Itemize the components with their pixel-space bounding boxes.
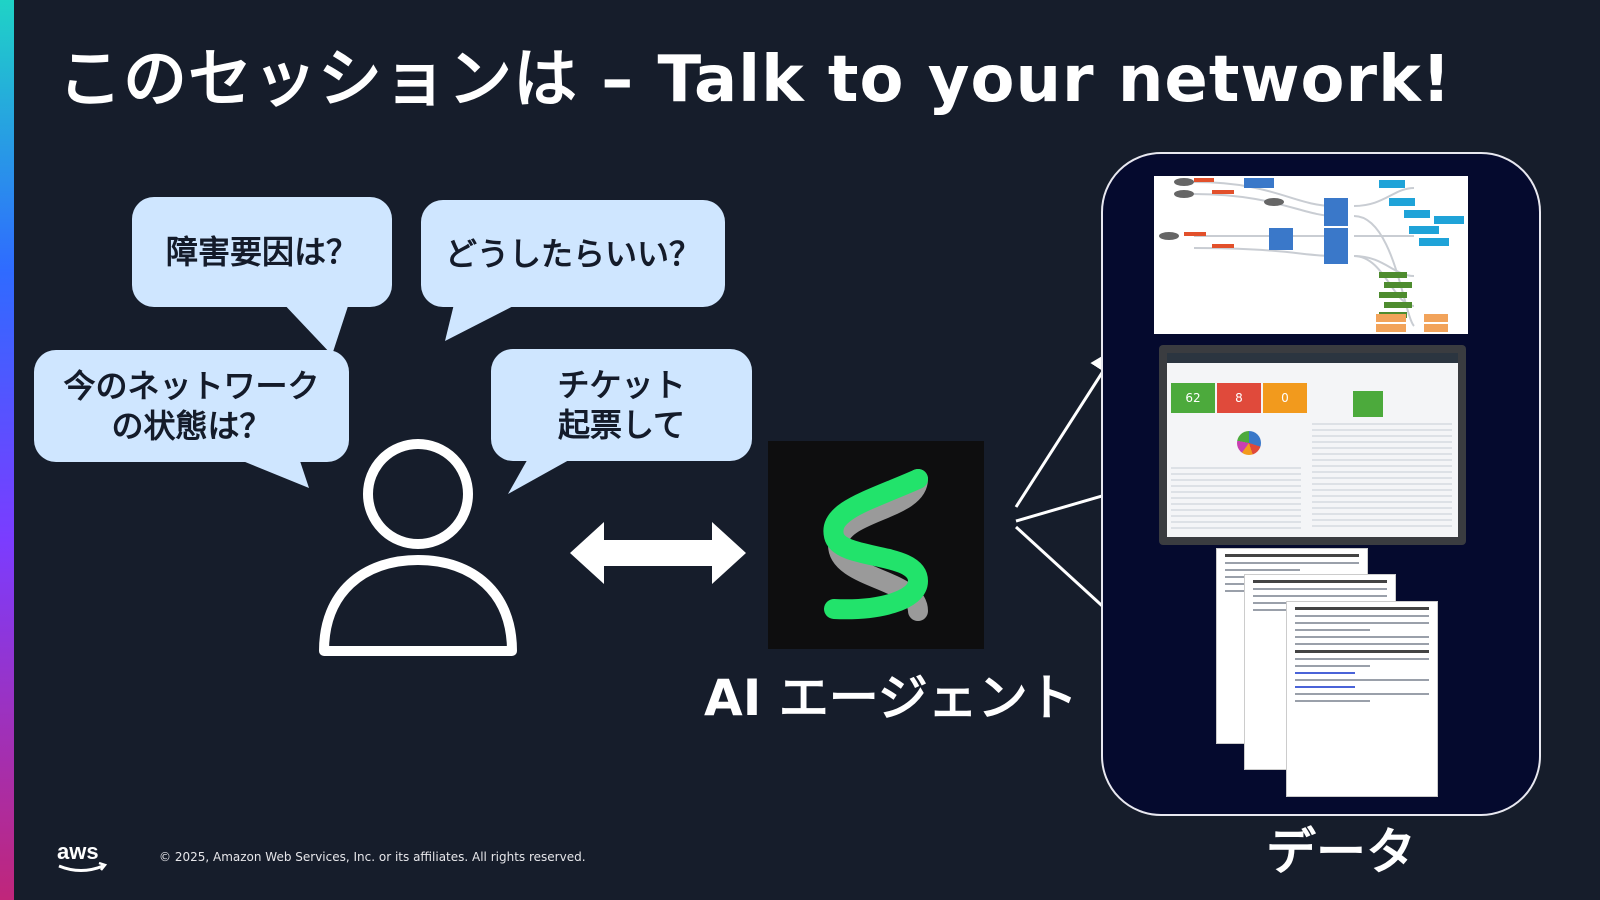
arrow-to-topology: [1014, 345, 1120, 508]
bubble-what-to-do: どうしたらいい？: [421, 200, 725, 307]
bubble-tail-state: [228, 455, 309, 488]
bubble-failure-cause: 障害要因は？: [132, 197, 392, 307]
table-mini-left: [1171, 467, 1301, 529]
bubble-open-ticket: チケット 起票して: [491, 349, 752, 461]
network-topology-screenshot: [1154, 176, 1468, 334]
bubble-network-state: 今のネットワーク の状態は？: [34, 350, 349, 462]
data-label: データ: [1266, 823, 1416, 881]
strands-helix-icon: [823, 469, 929, 621]
bubble-tail-ticket: [508, 455, 578, 494]
bubble-tail-how: [445, 300, 525, 341]
table-mini-right: [1312, 423, 1452, 529]
copyright-text: © 2025, Amazon Web Services, Inc. or its…: [159, 850, 586, 864]
dashboard-topbar: [1167, 353, 1458, 363]
tile-maintenance: 0: [1263, 383, 1307, 413]
pie-chart-mini: [1237, 431, 1261, 455]
bar-chart-mini: [1353, 391, 1383, 417]
user-icon: [319, 439, 517, 656]
svg-text:aws: aws: [57, 841, 99, 864]
monitoring-dashboard-screenshot: 62 8 0: [1159, 345, 1466, 545]
aws-logo: aws: [57, 841, 108, 872]
ai-agent-logo: [768, 441, 984, 649]
bubble-tail-cause: [280, 300, 350, 355]
accent-bar: [0, 0, 14, 900]
tile-down: 8: [1217, 383, 1261, 413]
topology-diagram: [1159, 178, 1464, 332]
ai-agent-label: AI エージェント: [704, 669, 1078, 727]
double-arrow-icon: [570, 522, 746, 584]
document-page-3: [1286, 601, 1438, 797]
tile-up: 62: [1171, 383, 1215, 413]
slide-title: このセッションは – Talk to your network!: [58, 43, 1452, 117]
